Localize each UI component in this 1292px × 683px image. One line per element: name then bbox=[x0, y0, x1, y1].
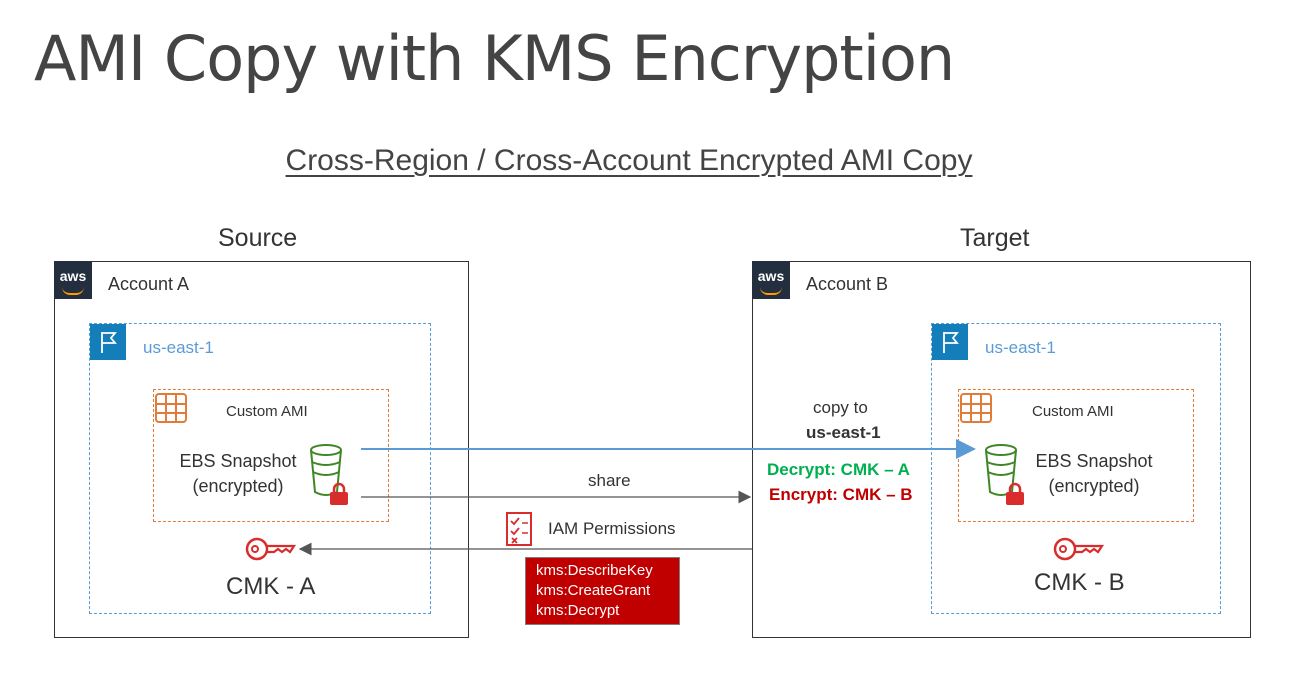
target-account-label: Account B bbox=[806, 274, 889, 294]
source-region-box bbox=[89, 323, 431, 614]
target-snapshot-label: EBS Snapshot (encrypted) bbox=[1032, 449, 1156, 499]
encrypt-label: Encrypt: CMK – B bbox=[769, 485, 913, 504]
source-ami-box bbox=[153, 389, 389, 522]
source-snapshot-label: EBS Snapshot (encrypted) bbox=[178, 449, 298, 499]
aws-logo-text: aws bbox=[757, 268, 785, 284]
checklist-icon bbox=[505, 511, 533, 552]
share-label: share bbox=[588, 471, 631, 490]
source-ami-label: Custom AMI bbox=[226, 403, 308, 420]
iam-permissions-label: IAM Permissions bbox=[548, 519, 676, 538]
target-region-label: us-east-1 bbox=[985, 338, 1056, 357]
aws-logo-text: aws bbox=[59, 268, 87, 284]
diagram-subtitle: Cross-Region / Cross-Account Encrypted A… bbox=[285, 144, 973, 177]
key-icon bbox=[1052, 534, 1105, 569]
target-cmk-label: CMK - B bbox=[1034, 569, 1125, 596]
copy-label-line2: us-east-1 bbox=[806, 423, 881, 442]
snapshot-line2: (encrypted) bbox=[1048, 476, 1140, 496]
aws-logo-icon: aws bbox=[54, 261, 92, 299]
aws-logo-icon: aws bbox=[752, 261, 790, 299]
lock-icon bbox=[328, 482, 350, 511]
snapshot-line2: (encrypted) bbox=[192, 476, 284, 496]
source-cmk-label: CMK - A bbox=[226, 573, 316, 600]
region-flag-icon bbox=[932, 324, 968, 360]
iam-permissions-box: kms:DescribeKey kms:CreateGrant kms:Decr… bbox=[525, 557, 680, 625]
page-title: AMI Copy with KMS Encryption bbox=[34, 22, 955, 95]
decrypt-label: Decrypt: CMK – A bbox=[767, 460, 910, 479]
snapshot-line1: EBS Snapshot bbox=[1035, 451, 1153, 471]
target-ami-label: Custom AMI bbox=[1032, 403, 1114, 420]
source-heading: Source bbox=[218, 224, 298, 252]
permission-item: kms:CreateGrant bbox=[536, 582, 651, 599]
source-account-label: Account A bbox=[108, 274, 190, 294]
target-region-box bbox=[931, 323, 1221, 614]
source-region-label: us-east-1 bbox=[143, 338, 214, 357]
lock-icon bbox=[1004, 482, 1026, 511]
snapshot-line1: EBS Snapshot bbox=[179, 451, 297, 471]
target-heading: Target bbox=[960, 224, 1030, 252]
permission-item: kms:DescribeKey bbox=[536, 562, 653, 579]
region-flag-icon bbox=[90, 324, 126, 360]
ami-grid-icon bbox=[959, 392, 993, 429]
permission-item: kms:Decrypt bbox=[536, 602, 620, 619]
ami-grid-icon bbox=[154, 392, 188, 429]
copy-label-line1: copy to bbox=[813, 398, 868, 417]
key-icon bbox=[244, 534, 297, 569]
